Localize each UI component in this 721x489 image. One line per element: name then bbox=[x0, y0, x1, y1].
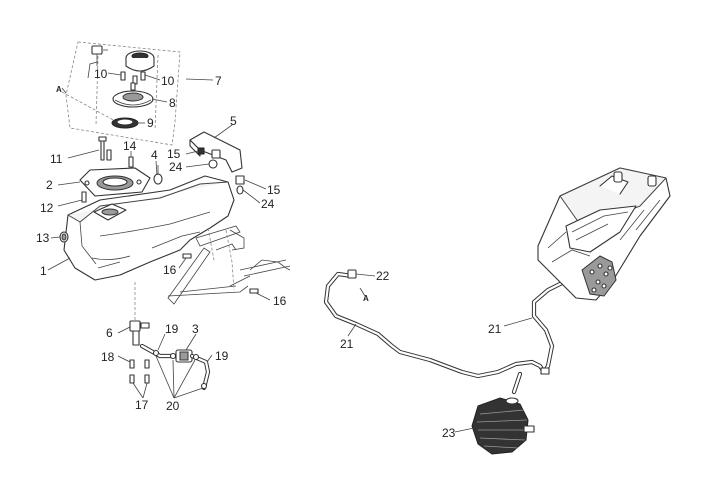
callout-8: 8 bbox=[169, 96, 176, 110]
callout-14: 14 bbox=[123, 139, 137, 153]
screw-part-12 bbox=[81, 191, 87, 203]
callout-18: 18 bbox=[101, 350, 115, 364]
callout-10-left: 10 bbox=[94, 67, 108, 81]
callout-20: 20 bbox=[166, 399, 180, 413]
callout-17: 17 bbox=[135, 398, 149, 412]
callout-15-right: 15 bbox=[267, 183, 281, 197]
callout-11: 11 bbox=[50, 152, 63, 166]
callout-23: 23 bbox=[442, 426, 456, 440]
callout-12: 12 bbox=[40, 201, 54, 215]
leader-lines bbox=[47, 72, 533, 433]
fuel-tap-part bbox=[129, 282, 150, 346]
grommet-part-4 bbox=[153, 165, 163, 185]
vent-valve-part bbox=[87, 45, 108, 79]
bolt-parts-16 bbox=[182, 253, 259, 294]
callout-24-right: 24 bbox=[261, 197, 275, 211]
callout-16-left: 16 bbox=[163, 263, 177, 277]
callout-2: 2 bbox=[46, 178, 53, 192]
callout-9: 9 bbox=[147, 116, 154, 130]
filler-ring-part bbox=[112, 90, 154, 108]
callout-22: 22 bbox=[376, 269, 390, 283]
callout-19-left: 19 bbox=[165, 322, 179, 336]
callout-24-left: 24 bbox=[169, 160, 183, 174]
screw-parts-17-18 bbox=[129, 359, 150, 384]
callout-5: 5 bbox=[230, 114, 237, 128]
callout-16-right: 16 bbox=[273, 294, 287, 308]
fuel-hose-and-filter-part bbox=[139, 343, 211, 391]
callout-1: 1 bbox=[40, 264, 47, 278]
callout-10-right: 10 bbox=[161, 74, 175, 88]
callout-21-left: 21 bbox=[340, 337, 354, 351]
pump-mount-plate-part bbox=[79, 167, 151, 197]
callout-21-right: 21 bbox=[488, 322, 502, 336]
reference-a-top: A bbox=[56, 85, 62, 94]
bolt-part-11 bbox=[98, 136, 107, 161]
callout-19-right: 19 bbox=[215, 349, 229, 363]
vent-hose-part bbox=[323, 269, 575, 395]
charcoal-canister-part bbox=[471, 397, 535, 455]
fuel-tank-part bbox=[63, 175, 235, 281]
reference-a-hose: A bbox=[363, 294, 369, 303]
callout-4: 4 bbox=[151, 148, 158, 162]
grommet-part-13 bbox=[59, 231, 69, 243]
callout-6: 6 bbox=[106, 326, 113, 340]
screw-parts-10 bbox=[120, 71, 146, 91]
callout-labels: 10 10 7 8 9 5 11 14 4 15 24 2 15 12 24 1… bbox=[36, 67, 502, 440]
grommet-parts-24 bbox=[208, 159, 244, 195]
frame-rails-part bbox=[167, 225, 291, 305]
callout-7: 7 bbox=[215, 74, 222, 88]
gasket-part bbox=[111, 117, 139, 129]
callout-3: 3 bbox=[192, 322, 199, 336]
callout-13: 13 bbox=[36, 231, 50, 245]
airbox-part bbox=[537, 167, 671, 301]
filler-cap-part bbox=[125, 50, 155, 72]
callout-15-left: 15 bbox=[167, 147, 181, 161]
